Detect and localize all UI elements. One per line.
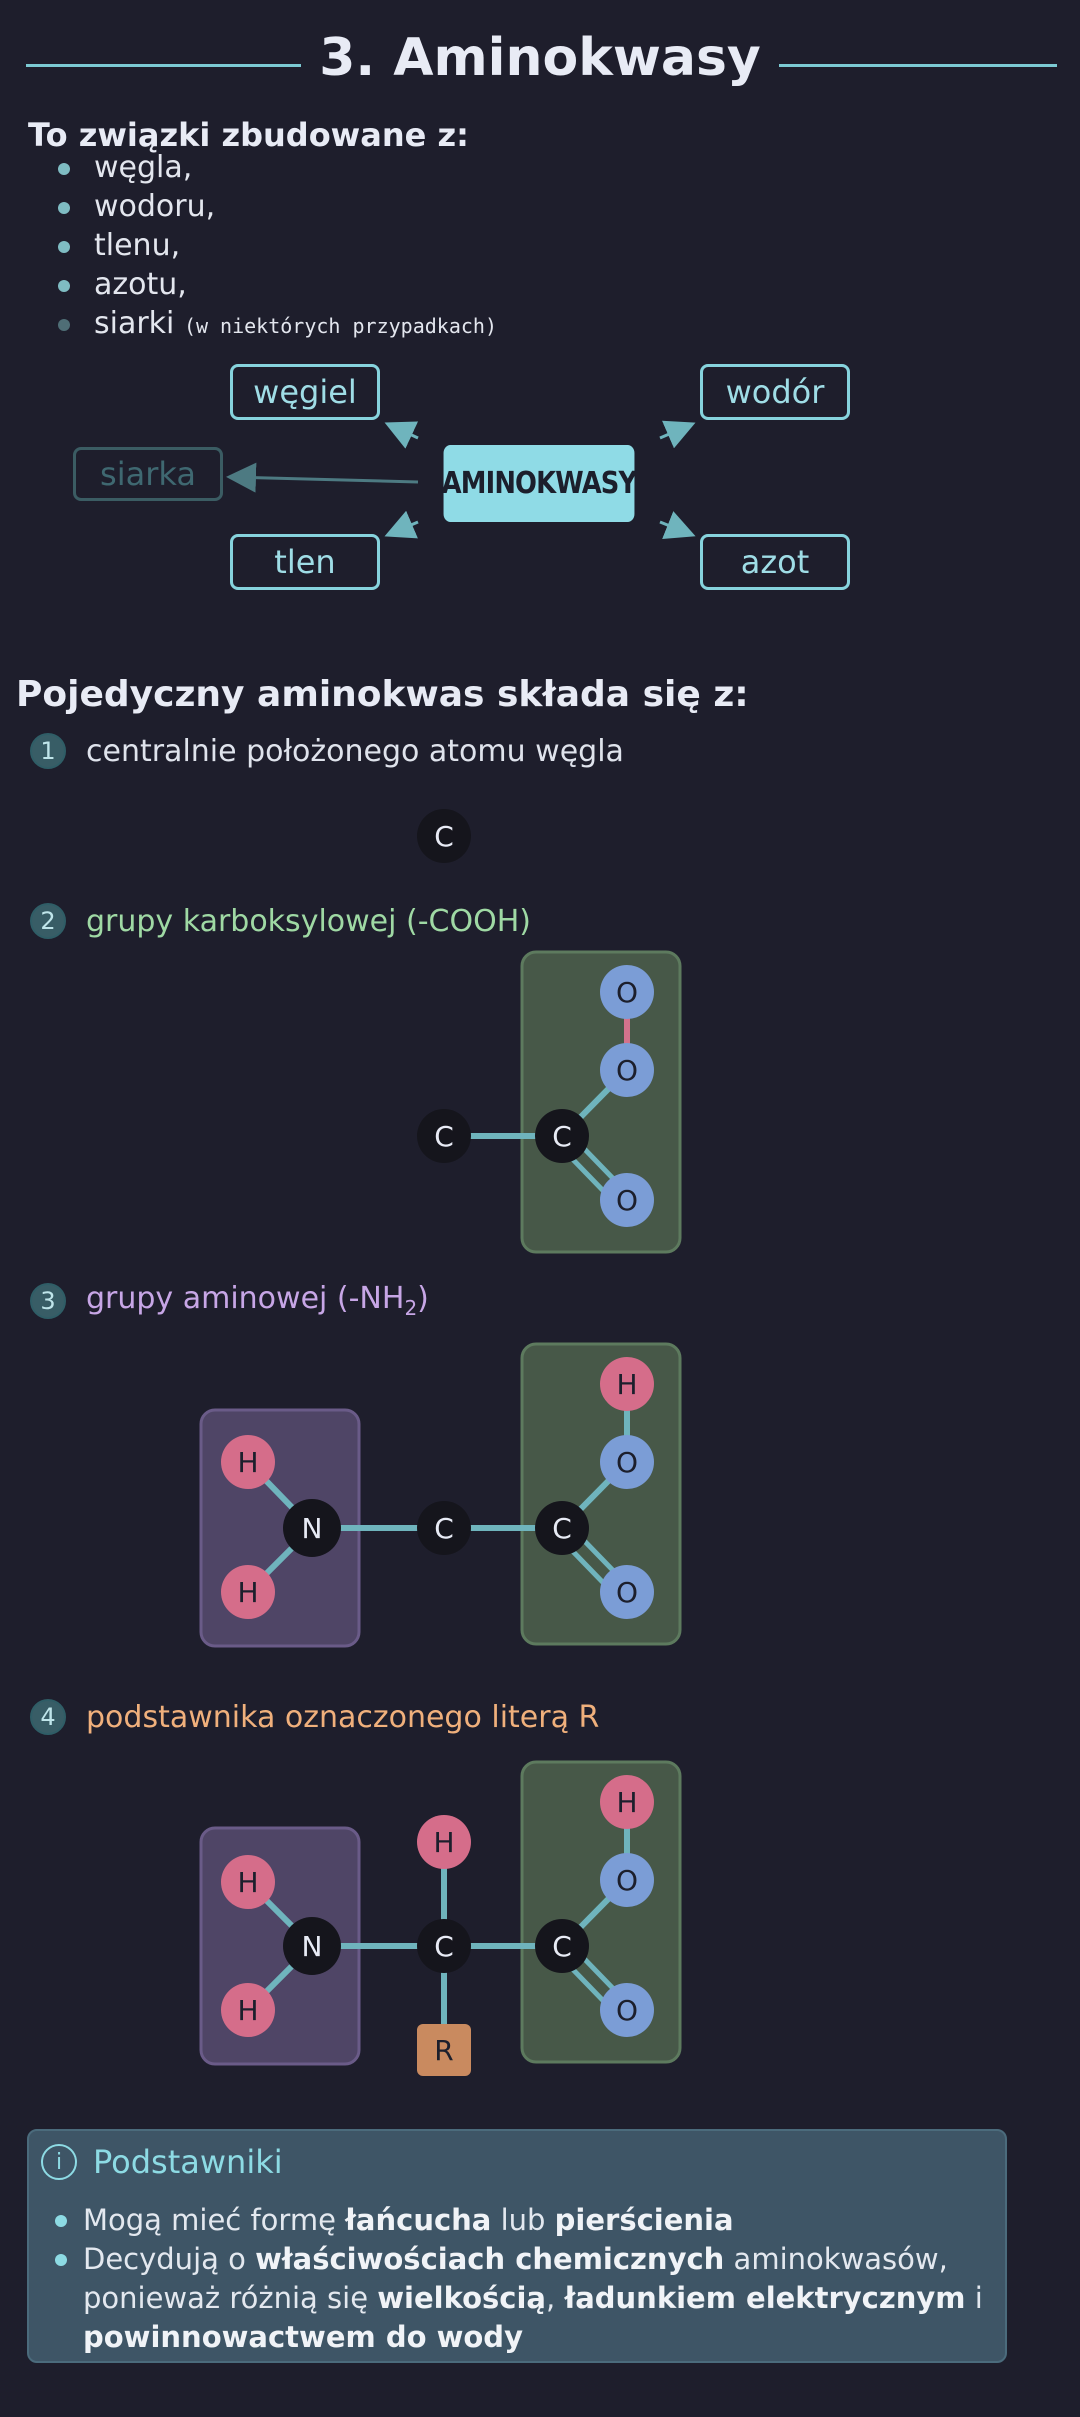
molecule-full: H H N H C R C H O O — [199, 1760, 682, 2076]
atom-carbon — [535, 1919, 589, 1973]
step-number: 2 — [30, 903, 66, 939]
atom-oxygen — [600, 1853, 654, 1907]
atom-oxygen — [600, 1565, 654, 1619]
arrow-oxygen — [384, 510, 419, 539]
step-text: grupy aminowej (-NH2) — [86, 1281, 429, 1320]
atom-carbon — [417, 809, 471, 863]
step-text: podstawnika oznaczonego literą R — [86, 1699, 600, 1735]
info-header: i Podstawniki — [41, 2143, 283, 2181]
list-item: Decydują o właściwościach chemicznych am… — [53, 2240, 983, 2357]
diagram-arrows — [226, 420, 696, 540]
svg-text:C: C — [434, 1120, 454, 1153]
section-title: Pojedyczny aminokwas składa się z: — [16, 674, 749, 715]
list-item: węgla, — [54, 148, 497, 187]
molecule-carboxyl: C C O O O — [417, 950, 682, 1254]
step-text: grupy karboksylowej (-COOH) — [86, 903, 531, 939]
svg-text:H: H — [237, 1866, 258, 1899]
atom-label: C — [434, 820, 454, 853]
svg-text:O: O — [616, 1184, 638, 1217]
svg-text:O: O — [616, 976, 638, 1009]
elements-note: (w niektórych przypadkach) — [183, 314, 498, 338]
arrow-hydrogen — [659, 420, 696, 449]
atom-oxygen — [600, 1435, 654, 1489]
step-3: 3 grupy aminowej (-NH2) — [30, 1281, 429, 1320]
atom-nitrogen — [283, 1917, 341, 1975]
info-callout: i Podstawniki Mogą mieć formę łańcucha l… — [27, 2129, 1007, 2363]
svg-text:C: C — [434, 1930, 454, 1963]
list-item: Mogą mieć formę łańcucha lub pierścienia — [53, 2201, 983, 2240]
atom-carbon — [535, 1501, 589, 1555]
atom-hydrogen — [221, 1855, 275, 1909]
atom-hydrogen — [221, 1983, 275, 2037]
atom-carbon — [417, 1501, 471, 1555]
svg-text:O: O — [616, 1054, 638, 1087]
arrow-carbon — [384, 421, 419, 449]
svg-text:C: C — [552, 1512, 572, 1545]
svg-text:H: H — [433, 1826, 454, 1859]
node-oxygen: tlen — [230, 534, 380, 590]
atom-oxygen — [600, 1983, 654, 2037]
center-node: AMINOKWASY — [442, 445, 637, 522]
svg-text:H: H — [237, 1446, 258, 1479]
step-2: 2 grupy karboksylowej (-COOH) — [30, 903, 531, 939]
arrow-nitrogen — [659, 511, 696, 540]
atom-carbon — [535, 1109, 589, 1163]
step-text: centralnie położonego atomu węgla — [86, 733, 624, 769]
r-group — [417, 2024, 471, 2076]
svg-text:C: C — [552, 1120, 572, 1153]
atom-oxygen — [600, 1173, 654, 1227]
atom-hydrogen — [600, 1357, 654, 1411]
atom-hydrogen — [221, 1435, 275, 1489]
list-item: siarki (w niektórych przypadkach) — [54, 304, 497, 346]
atom-carbon — [417, 1919, 471, 1973]
list-item: azotu, — [54, 265, 497, 304]
atom-carbon — [417, 1109, 471, 1163]
svg-text:H: H — [237, 1994, 258, 2027]
step-number: 1 — [30, 733, 66, 769]
info-icon: i — [41, 2144, 77, 2180]
molecule-amine: H H N C C H O O — [199, 1342, 682, 1648]
atom-oxygen — [600, 965, 654, 1019]
info-title: Podstawniki — [93, 2143, 283, 2181]
atom-hydrogen — [417, 1815, 471, 1869]
intro-text: To związki zbudowane z: — [28, 116, 469, 154]
svg-text:O: O — [616, 1576, 638, 1609]
page-title: 3. Aminokwasy — [0, 28, 1080, 88]
svg-text:O: O — [616, 1994, 638, 2027]
arrow-sulfur — [226, 462, 419, 493]
title-line-left — [26, 64, 346, 67]
node-hydrogen: wodór — [700, 364, 850, 420]
list-item: tlenu, — [54, 226, 497, 265]
atom-hydrogen — [600, 1775, 654, 1829]
svg-text:H: H — [616, 1368, 637, 1401]
step-number: 3 — [30, 1282, 66, 1319]
node-sulfur: siarka — [73, 447, 223, 501]
atom-hydrogen — [221, 1565, 275, 1619]
svg-text:C: C — [434, 1512, 454, 1545]
node-nitrogen: azot — [700, 534, 850, 590]
info-list: Mogą mieć formę łańcucha lub pierścienia… — [53, 2201, 983, 2357]
step-number: 4 — [30, 1699, 66, 1735]
svg-text:H: H — [237, 1576, 258, 1609]
step-4: 4 podstawnika oznaczonego literą R — [30, 1699, 599, 1735]
elements-list: węgla, wodoru, tlenu, azotu, siarki (w n… — [54, 148, 497, 346]
title-line-right — [752, 64, 1057, 67]
svg-text:H: H — [616, 1786, 637, 1819]
node-carbon: węgiel — [230, 364, 380, 420]
atom-nitrogen — [283, 1499, 341, 1557]
svg-text:O: O — [616, 1446, 638, 1479]
step-1: 1 centralnie położonego atomu węgla — [30, 733, 624, 769]
svg-text:R: R — [434, 2034, 453, 2067]
list-item: wodoru, — [54, 187, 497, 226]
svg-text:O: O — [616, 1864, 638, 1897]
atom-oxygen — [600, 1043, 654, 1097]
svg-text:C: C — [552, 1930, 572, 1963]
svg-text:N: N — [302, 1512, 323, 1545]
svg-text:N: N — [302, 1930, 323, 1963]
molecule-carbon: C — [417, 809, 471, 863]
